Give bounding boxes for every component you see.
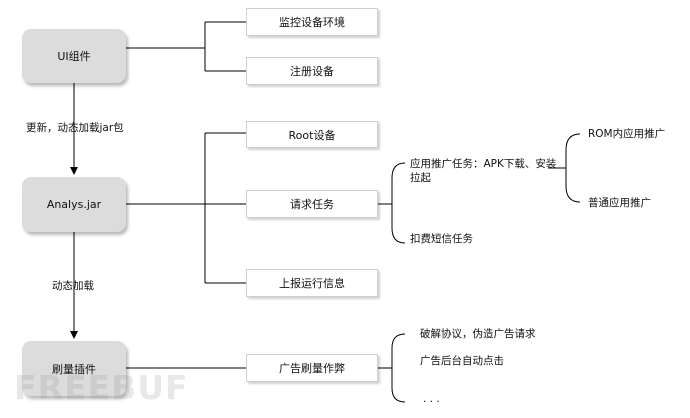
request-task-label: 请求任务 xyxy=(290,198,334,211)
ui-component-label: UI组件 xyxy=(57,50,91,63)
freebuf-watermark: FREEBUF xyxy=(14,368,189,407)
analys-jar-node: Analys.jar xyxy=(22,177,126,232)
normal-promo-text: 普通应用推广 xyxy=(588,197,651,209)
report-info-node: 上报运行信息 xyxy=(246,269,378,297)
sms-charge-task-text: 扣费短信任务 xyxy=(410,233,473,245)
crack-protocol-text: 破解协议，伪造广告请求 xyxy=(420,328,536,340)
brush-plugin-label: 刷量插件 xyxy=(52,362,96,376)
ui-component-node: UI组件 xyxy=(22,29,126,83)
analys-jar-label: Analys.jar xyxy=(46,198,102,211)
register-device-label: 注册设备 xyxy=(290,65,334,78)
monitor-env-node: 监控设备环境 xyxy=(246,8,378,36)
monitor-env-label: 监控设备环境 xyxy=(279,16,345,29)
root-device-node: Root设备 xyxy=(246,121,378,148)
brush-plugin-node: 刷量插件 xyxy=(22,341,126,396)
request-task-node: 请求任务 xyxy=(246,190,378,218)
root-device-label: Root设备 xyxy=(288,128,336,142)
app-promo-task-text: 应用推广任务：APK下载、安装拉起 xyxy=(410,158,557,184)
ad-auto-click-text: 广告后台自动点击 xyxy=(420,355,504,367)
ad-fraud-node: 广告刷量作弊 xyxy=(246,354,378,382)
ellipsis-text: . . . xyxy=(423,393,440,405)
ad-fraud-label: 广告刷量作弊 xyxy=(279,362,345,375)
register-device-node: 注册设备 xyxy=(246,57,378,85)
update-load-edge-label: 更新，动态加载jar包 xyxy=(26,122,124,134)
rom-promo-text: ROM内应用推广 xyxy=(588,128,666,140)
dynamic-load-edge-label: 动态加载 xyxy=(52,280,94,292)
report-info-label: 上报运行信息 xyxy=(279,277,345,290)
